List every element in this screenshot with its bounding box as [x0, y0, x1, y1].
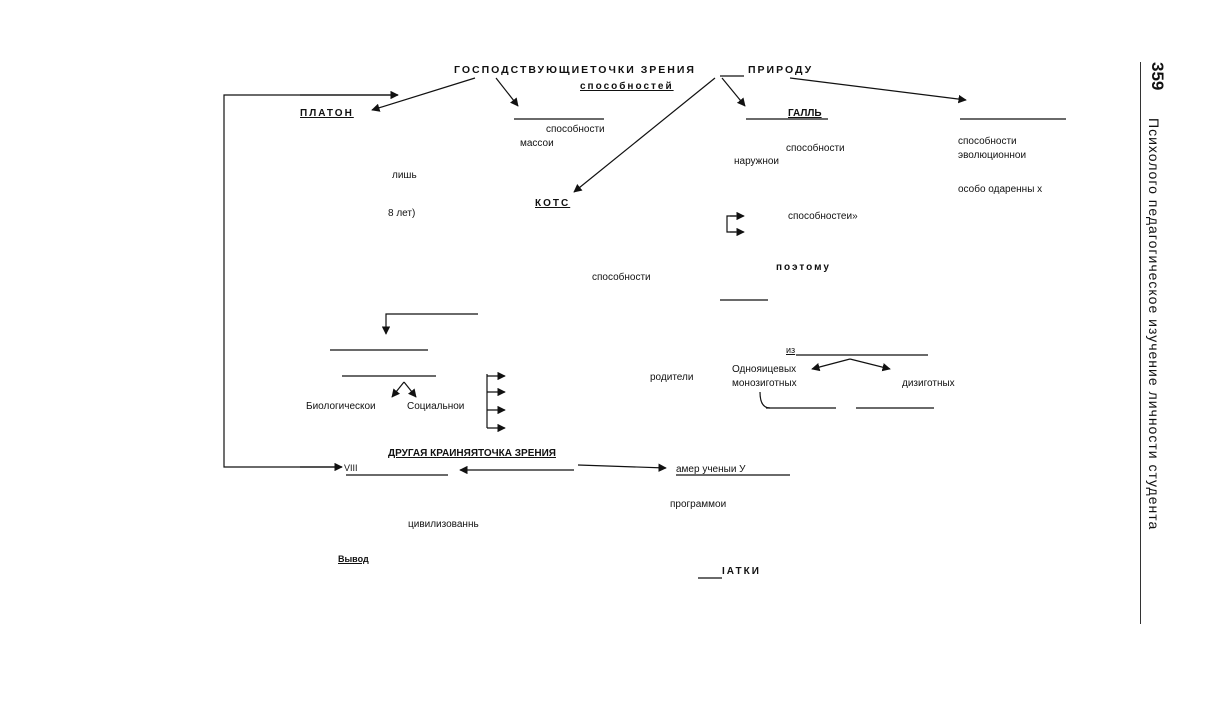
twins-arrow-left	[811, 358, 851, 372]
label-dizygotic: дизиготных	[902, 378, 955, 389]
label-roditeli: родители	[650, 372, 694, 383]
label-sposob-4: способностеи»	[788, 211, 858, 222]
arrow-to-amer	[577, 463, 667, 472]
label-programmoi: программои	[670, 499, 727, 510]
label-gall: ГАЛЛЬ	[788, 108, 822, 119]
arrow-to-sposob-1	[495, 77, 519, 107]
label-viii: VIII	[344, 463, 358, 473]
label-sposob-5: способности	[958, 136, 1017, 147]
label-odnoyaitsevye: Однояицевых	[732, 364, 797, 375]
label-poetomu: поэтому	[776, 262, 831, 273]
label-biological: Биологическои	[306, 401, 376, 412]
label-iz: из	[786, 345, 796, 355]
label-iatki: ІАТКИ	[722, 566, 761, 577]
bracket-gall	[726, 215, 736, 233]
split-arrow-soc	[403, 381, 417, 398]
angle-arrow-left	[381, 313, 478, 335]
page-number: 359	[1148, 62, 1167, 91]
twins-arrow-right	[849, 358, 891, 372]
label-amer: амер ученыи У	[676, 464, 746, 475]
label-vyvod: Вывод	[338, 554, 369, 564]
label-kots: КОТС	[535, 198, 571, 209]
arrow-to-kots	[573, 77, 716, 193]
label-monozygotic: монозиготных	[732, 378, 797, 389]
top-subtitle: способностей	[580, 81, 674, 92]
label-evolution: эволюционнои	[958, 150, 1027, 161]
arrow-to-gall	[721, 77, 746, 107]
label-plato: ПЛАТОН	[300, 108, 354, 119]
label-drugaya: ДРУГАЯ КРАИНЯЯТОЧКА ЗРЕНИЯ	[388, 448, 556, 459]
label-sposob-2: способности	[592, 272, 651, 283]
label-osobo: особо одаренны х	[958, 184, 1043, 195]
label-massoi: массои	[520, 138, 554, 149]
label-lish: лишь	[392, 170, 417, 181]
twins-bracket	[759, 391, 771, 409]
page-margin-rule	[1140, 62, 1169, 624]
label-sposob-1: способности	[546, 124, 605, 135]
label-eight-years: 8 лет)	[388, 208, 416, 219]
top-title-right: ПРИРОДУ	[748, 64, 814, 76]
label-social: Социальнои	[407, 401, 465, 412]
label-tsivilizovan: цивилизованнь	[408, 519, 479, 530]
split-arrow-biol	[391, 381, 405, 398]
label-naruzhnoi: наружнои	[734, 156, 780, 167]
top-title: ГОСПОДСТВУЮЩИЕТОЧКИ ЗРЕНИЯ	[454, 64, 696, 76]
label-sposob-3: способности	[786, 143, 845, 154]
running-head: Психолого педагогическое изучение личнос…	[1146, 118, 1162, 531]
arrow-to-right-col	[789, 77, 967, 104]
arrow-to-plato	[371, 77, 476, 112]
